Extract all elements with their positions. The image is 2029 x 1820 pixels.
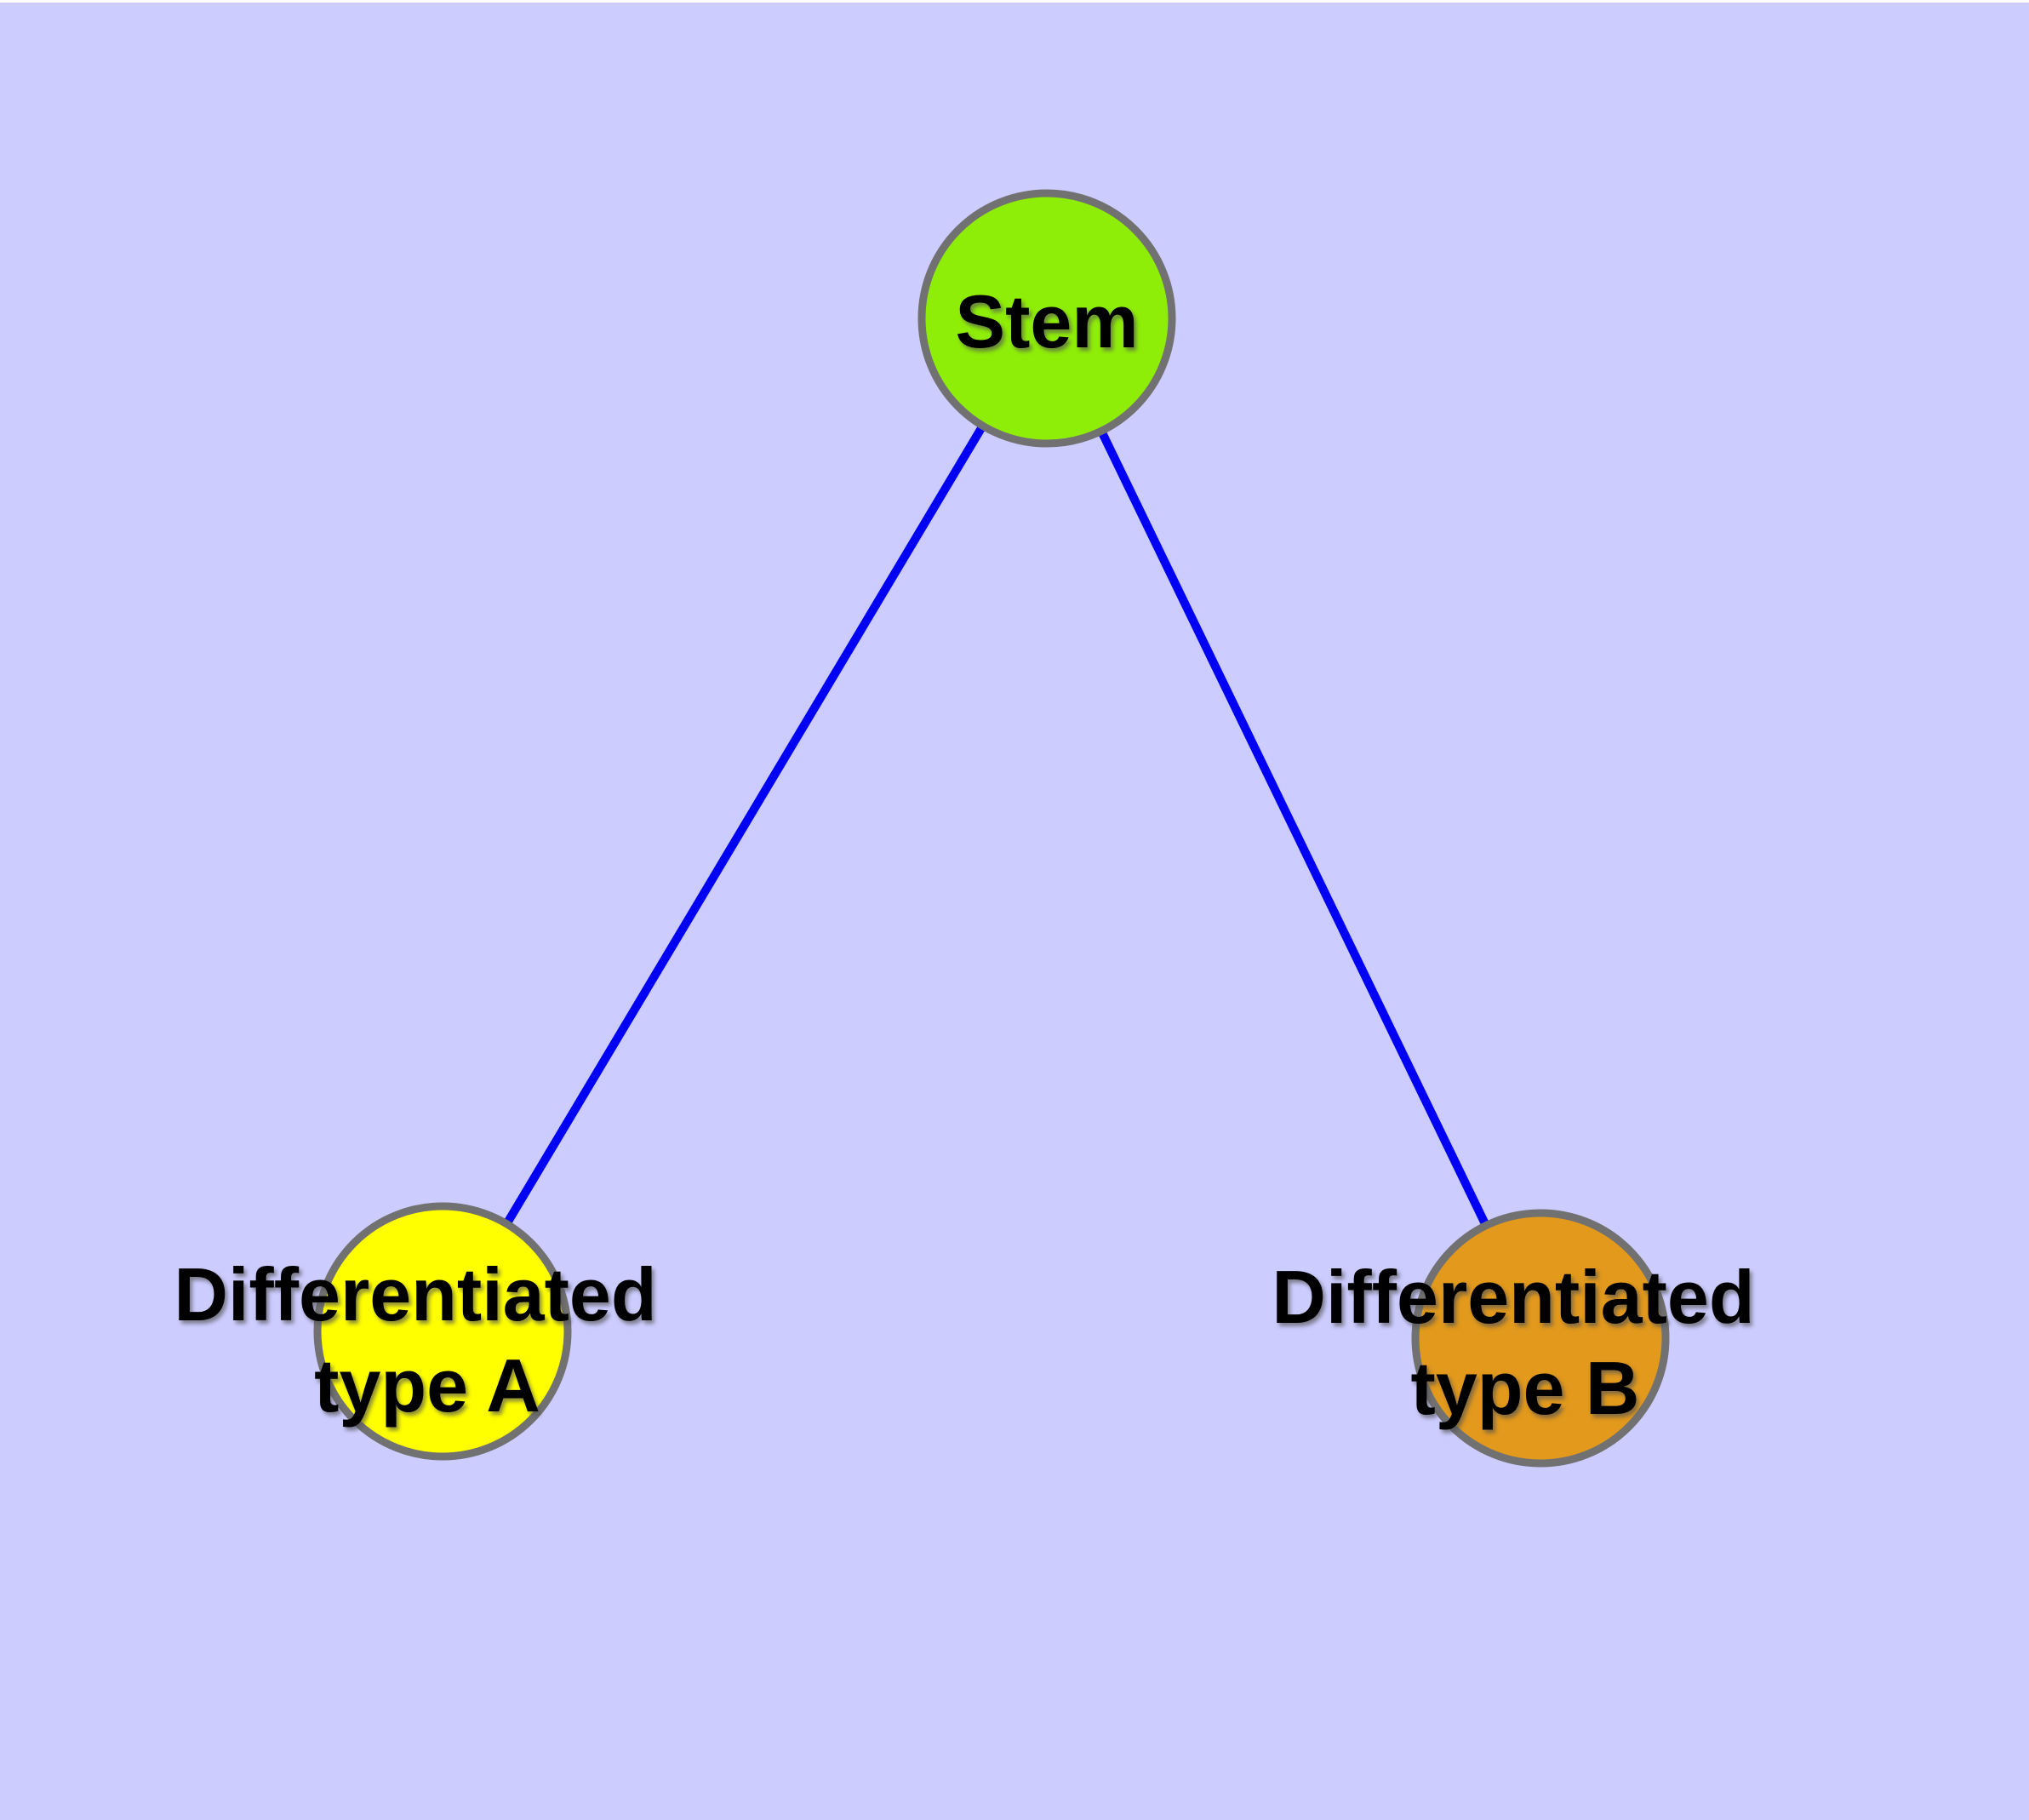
node-type-b-label-line2: type B bbox=[1411, 1346, 1640, 1430]
edge-stem-to-type-b bbox=[1043, 316, 1545, 1341]
node-type-a-label-line1: Differentiated bbox=[174, 1252, 656, 1336]
top-border bbox=[0, 0, 2029, 3]
node-type-a-circle bbox=[313, 1202, 572, 1461]
node-type-b-label-line1: Differentiated bbox=[1272, 1255, 1754, 1339]
edge-stem-to-type-a bbox=[438, 316, 1051, 1334]
node-type-a-label-line2: type A bbox=[314, 1343, 540, 1428]
node-stem-circle bbox=[917, 189, 1176, 448]
node-stem-label: Stem bbox=[955, 279, 1138, 363]
node-type-b-circle bbox=[1411, 1209, 1670, 1468]
